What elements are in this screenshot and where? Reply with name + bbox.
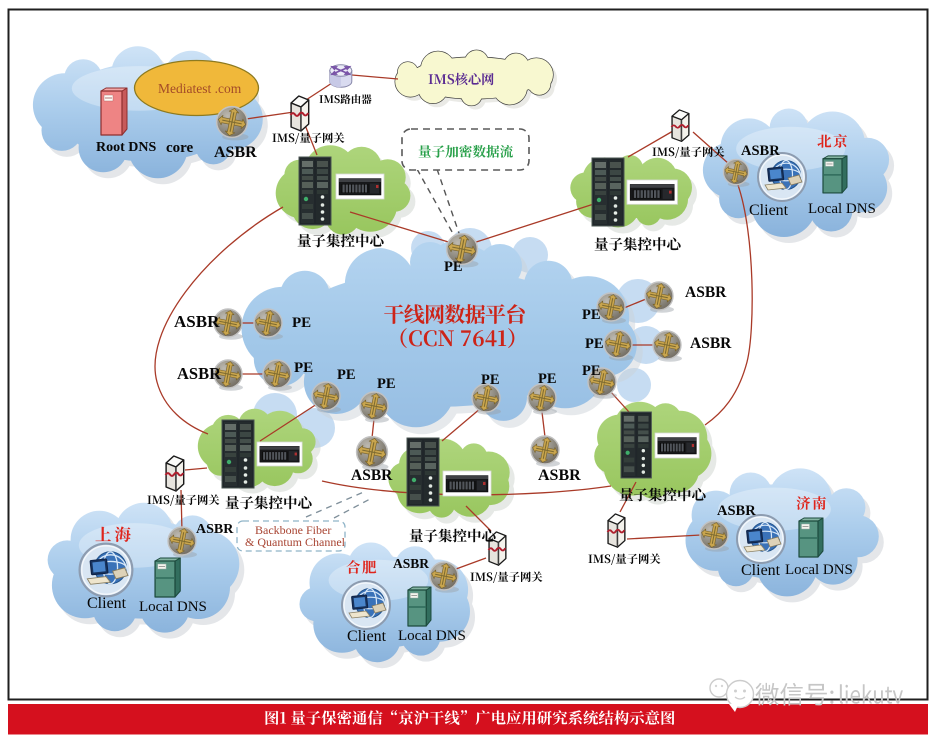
svg-text:PE: PE	[481, 372, 500, 388]
svg-text:Backbone Fiber: Backbone Fiber	[255, 523, 331, 537]
svg-text:ASBR: ASBR	[174, 312, 220, 331]
svg-text:PE: PE	[585, 336, 604, 352]
svg-text:Local DNS: Local DNS	[398, 628, 466, 644]
svg-text:ASBR: ASBR	[177, 364, 222, 383]
svg-text:Client: Client	[749, 202, 789, 219]
svg-text:Client: Client	[741, 562, 781, 579]
svg-text:ASBR: ASBR	[196, 522, 234, 537]
svg-text:PE: PE	[444, 259, 463, 275]
svg-text:PE: PE	[294, 360, 313, 376]
svg-text:ASBR: ASBR	[741, 143, 780, 159]
svg-text:PE: PE	[292, 315, 311, 331]
svg-text:PE: PE	[538, 371, 557, 387]
svg-text:ASBR: ASBR	[685, 284, 727, 301]
svg-text:ASBR: ASBR	[538, 467, 581, 484]
svg-text:PE: PE	[377, 376, 396, 392]
svg-text:ASBR: ASBR	[351, 467, 393, 484]
svg-text:ASBR: ASBR	[214, 144, 257, 161]
svg-text:Root DNS: Root DNS	[96, 140, 156, 155]
svg-text:Local DNS: Local DNS	[785, 562, 853, 578]
svg-text:PE: PE	[337, 367, 356, 383]
svg-text:Client: Client	[347, 628, 387, 645]
svg-text:core: core	[166, 140, 194, 156]
svg-text:ASBR: ASBR	[393, 556, 429, 571]
svg-text:& Quantum Channel: & Quantum Channel	[245, 535, 346, 549]
svg-text:PE: PE	[582, 307, 601, 323]
svg-text:ASBR: ASBR	[690, 335, 732, 352]
svg-text:Client: Client	[87, 595, 127, 612]
svg-text:Mediatest .com: Mediatest .com	[158, 81, 242, 96]
svg-text:PE: PE	[582, 363, 601, 379]
svg-text:ASBR: ASBR	[717, 503, 756, 519]
svg-text:Local DNS: Local DNS	[139, 599, 207, 615]
svg-text:Local DNS: Local DNS	[808, 201, 876, 217]
